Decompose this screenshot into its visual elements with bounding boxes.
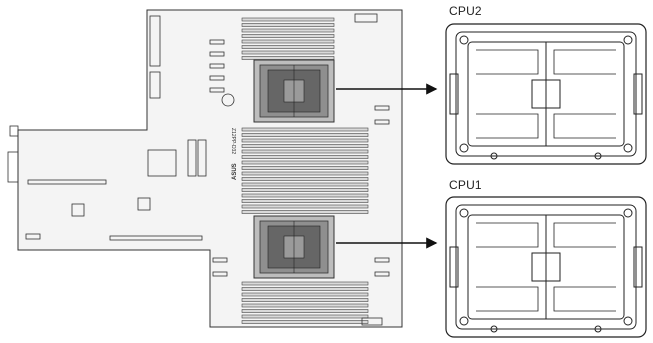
socket-detail-part [594,325,602,333]
socket-detail-part [594,152,602,160]
dimm-slot [241,34,335,38]
dimm-slot [241,39,335,44]
io-port [9,125,19,137]
header [187,139,197,177]
socket-detail-part [623,316,633,326]
socket-detail-part [449,73,459,115]
dimm-slot [241,144,369,148]
header [361,317,383,326]
dimm-slot [241,138,369,143]
socket-detail-part [449,246,459,288]
dimm-slots-cpu1 [241,281,369,324]
cpu1-socket-on-board [253,215,335,279]
socket-detail-part [459,35,469,45]
dimm-slot [241,210,369,214]
cpu2-socket-detail [445,23,647,165]
pcie-slot [27,179,107,185]
dimm-slot [241,314,369,319]
connector [212,257,228,263]
connector [374,105,390,111]
dimm-slot [241,320,369,324]
socket-detail-part [476,286,539,312]
socket-detail-part [633,246,643,288]
cpu1-socket-detail [445,196,647,338]
connector [209,51,225,57]
board-model-label: Z12PP-D32 [230,128,236,154]
connector [209,75,225,81]
socket-detail-part [476,113,539,139]
dimm-slot [241,177,369,181]
socket-detail-part [476,222,539,248]
dimm-slot [241,309,369,313]
socket-detail-part [459,143,469,153]
dimm-slot [241,56,335,60]
socket-detail-part [623,208,633,218]
dimm-slot [241,199,369,203]
socket-detail-part [455,204,637,330]
dimm-slot [241,171,369,176]
socket-detail-part [531,252,561,282]
socket-detail-part [553,222,616,248]
dimm-slot [241,204,369,209]
socket-detail-part [459,316,469,326]
board-components [7,13,390,326]
dimm-slot [241,298,369,302]
dimm-slot [241,281,369,286]
dimm-slot [241,28,335,33]
dimm-slot [241,166,369,170]
dimm-slot [241,193,369,198]
expansion-slot [149,71,161,99]
dimm-slots-cpu2-left [241,17,335,60]
socket-detail-part [490,152,498,160]
io-port [7,151,19,183]
socket-detail-part [531,79,561,109]
expansion-slot [149,15,161,67]
dimm-slot [241,133,369,137]
battery [221,93,235,107]
dimm-slot [241,188,369,192]
dimm-slot [241,303,369,308]
component [71,203,85,217]
dimm-slot [241,50,335,55]
socket-detail-part [553,113,616,139]
socket-detail-part [490,325,498,333]
cpu2-label: CPU2 [449,4,482,18]
cpu1-label: CPU1 [449,178,482,192]
connector [212,271,228,277]
chipset [147,149,177,177]
board-brand-label: ASUS [232,163,238,180]
cpu2-socket-on-board [253,59,335,123]
dimm-slot [241,149,369,154]
connector [25,233,41,240]
dimm-slot [241,182,369,187]
socket-detail-part [455,31,637,157]
dimm-slot [241,17,335,22]
component [137,197,151,211]
connector [209,87,225,93]
connector [209,63,225,69]
socket-detail-part [623,35,633,45]
dimm-slot [241,45,335,49]
dimm-slots-middle [241,127,369,214]
dimm-slot [241,287,369,291]
connector [374,271,390,277]
socket-detail-part [623,143,633,153]
connector [209,39,225,45]
dimm-slot [241,155,369,159]
dimm-slot [241,23,335,27]
header [354,13,378,23]
socket-detail-part [476,49,539,75]
socket-detail-part [633,73,643,115]
connector [374,257,390,263]
socket-detail-part [459,208,469,218]
dimm-slot [241,160,369,165]
dimm-slot [241,292,369,297]
socket-detail-part [553,49,616,75]
dimm-slot [241,127,369,132]
header [197,139,207,177]
pcie-slot [109,235,203,241]
socket-detail-part [553,286,616,312]
connector [374,119,390,125]
